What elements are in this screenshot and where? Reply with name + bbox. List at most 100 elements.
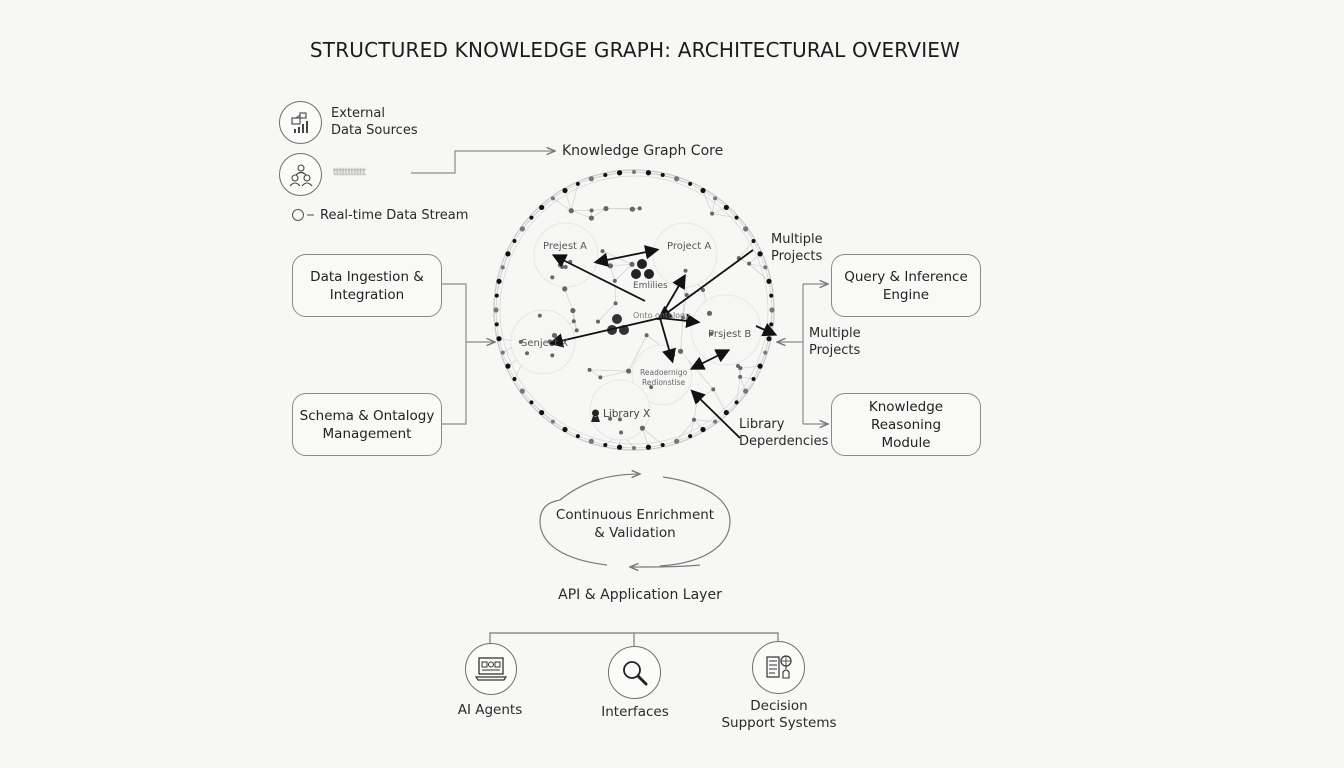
node-project-b[interactable]: Prsjest B — [708, 329, 752, 340]
graph-node — [587, 367, 592, 372]
node-center-ontology[interactable]: Onto ontology — [633, 311, 690, 320]
graph-node — [525, 351, 530, 356]
graph-node — [660, 442, 665, 447]
graph-node — [711, 387, 716, 392]
graph-node — [723, 409, 729, 416]
interfaces-icon-circle[interactable] — [608, 646, 661, 699]
api-tree — [489, 632, 779, 646]
knowledge-graph-sphere — [493, 169, 778, 451]
ai-agents-icon-circle[interactable] — [465, 643, 517, 695]
entity-dot — [631, 269, 641, 279]
graph-node — [571, 319, 576, 324]
graph-node — [575, 181, 580, 186]
external-data-sources-label: External Data Sources — [331, 106, 418, 138]
schema-ontology-box[interactable]: Schema & Ontalogy Management — [292, 393, 442, 456]
graph-node — [680, 315, 685, 320]
graph-node — [496, 336, 502, 342]
graph-edge — [689, 419, 695, 437]
callout-library-dependencies: Library Deperdencies — [739, 417, 829, 449]
graph-node — [639, 425, 646, 431]
graph-edge — [564, 288, 574, 311]
graph-node — [619, 430, 624, 435]
graph-edge — [748, 263, 770, 282]
graph-node — [713, 196, 718, 201]
data-ingestion-box[interactable]: Data Ingestion & Integration — [292, 254, 442, 317]
graph-edge — [702, 190, 713, 214]
graph-edge — [591, 208, 607, 219]
graph-node — [769, 322, 774, 327]
graph-node — [519, 226, 525, 232]
graph-node — [743, 388, 749, 394]
graph-edge — [589, 369, 601, 378]
relation-arrow — [689, 349, 731, 370]
graph-node — [494, 322, 499, 327]
node-entities[interactable]: Emlilies — [633, 281, 668, 291]
graph-node — [550, 275, 555, 280]
graph-node — [505, 251, 511, 257]
node-library-x[interactable]: Library X — [603, 408, 651, 420]
graph-edge — [712, 389, 727, 413]
query-inference-box[interactable]: Query & Inference Engine — [831, 254, 981, 317]
knowledge-reasoning-box[interactable]: Knowledge Reasoning Module — [831, 393, 981, 456]
graph-node — [518, 339, 523, 344]
relation-arrow — [659, 317, 676, 364]
api-item-decision-support[interactable]: Decision Support Systems — [721, 698, 837, 731]
stream-circle-icon — [292, 209, 304, 221]
entity-dot — [644, 269, 654, 279]
graph-node — [688, 434, 693, 439]
graph-node — [700, 187, 706, 194]
graph-edge — [552, 198, 572, 211]
node-halo — [589, 379, 651, 441]
cycle-arc-bottom — [630, 565, 701, 567]
api-item-ai-agents[interactable]: AI Agents — [457, 702, 523, 718]
graph-edge — [605, 208, 633, 210]
graph-node — [505, 363, 511, 369]
node-subject-x[interactable]: Senject X — [521, 338, 569, 349]
graph-node — [500, 265, 505, 270]
graph-node — [512, 239, 517, 243]
graph-node — [600, 249, 605, 254]
decision-support-icon-circle[interactable] — [752, 641, 805, 694]
cycle-label: Continuous Enrichment & Validation — [555, 507, 715, 541]
graph-edge — [740, 365, 761, 369]
graph-node — [562, 286, 568, 292]
graph-node — [550, 419, 555, 424]
graph-node — [603, 442, 608, 447]
graph-node — [700, 288, 705, 293]
graph-node — [763, 350, 768, 355]
graph-node — [738, 374, 743, 379]
graph-node — [603, 205, 609, 212]
graph-node — [550, 353, 555, 358]
graph-node — [644, 333, 649, 338]
graph-edge — [693, 419, 716, 422]
graph-edge — [589, 369, 629, 372]
graph-node — [539, 204, 545, 211]
api-item-interfaces[interactable]: Interfaces — [601, 704, 669, 720]
relation-arrow — [755, 323, 778, 337]
graph-node — [757, 363, 763, 369]
graph-edge — [564, 190, 572, 211]
kg-core-label: Knowledge Graph Core — [562, 143, 724, 159]
node-project-a-right[interactable]: Project A — [667, 241, 712, 252]
graph-node — [529, 400, 534, 405]
graph-edge — [693, 401, 698, 420]
graph-node — [603, 173, 608, 178]
graph-node — [660, 173, 665, 178]
graph-node — [763, 265, 768, 270]
graph-node — [562, 187, 568, 194]
graph-edge — [597, 303, 616, 322]
node-project-a-left[interactable]: Prejest A — [543, 241, 587, 252]
graph-node — [557, 262, 564, 268]
graph-node — [588, 438, 594, 444]
node-relations[interactable]: Readoernigo Redionstise — [640, 368, 688, 387]
magnifier-icon — [622, 660, 647, 685]
users-icon-circle — [279, 153, 322, 196]
ontology-dot — [612, 314, 622, 324]
graph-node — [645, 444, 652, 450]
graph-node — [674, 438, 680, 444]
graph-node — [700, 426, 706, 433]
graph-node — [562, 426, 568, 433]
relation-arrow — [551, 254, 646, 302]
node-halo — [533, 222, 599, 288]
